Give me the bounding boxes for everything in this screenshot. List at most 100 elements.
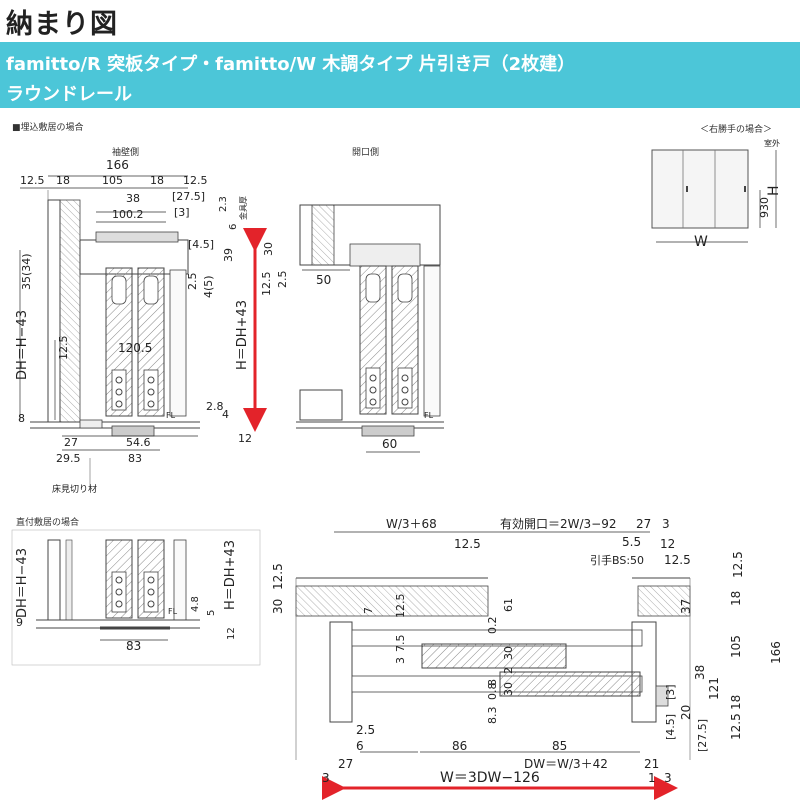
b-dim-83: 83 [126,639,141,653]
dim-8: 8 [18,412,25,425]
dim-27: 27 [64,436,78,449]
dim-4-5: [4.5] [188,238,214,251]
plan-3c: 3 [664,771,672,785]
dim-12-5-b: 12.5 [183,174,208,187]
plan-1: 1 [648,771,656,785]
plan-r12-5: 12.5 [731,551,745,578]
b-dim-4-8: 4.8 [190,596,201,612]
plan-12-5-a: 12.5 [454,537,481,551]
plan-12: 12 [660,537,675,551]
plan-l30: 30 [271,599,285,614]
dim-18-a: 18 [56,174,70,187]
dim-18-b: 18 [150,174,164,187]
dim-105: 105 [102,174,123,187]
inset-caption: ＜右勝手の場合＞ [700,125,773,135]
b-label-fl: FL [168,607,178,616]
plan-86: 86 [452,739,467,753]
section-b-drawing [11,529,261,666]
label-yuka-mikiri: 床見切り材 [52,483,97,495]
plan-c8: 8 [486,679,499,686]
label-r-fl: FL [424,411,434,420]
b-dim-5: 5 [206,610,217,616]
plan-r37: 37 [679,599,693,614]
plan-5-5: 5.5 [622,535,641,549]
plan-c7-5: 7.5 [394,635,407,653]
dim-2-3: 2.3 [218,196,229,212]
plan-l12-5: 12.5 [271,563,285,590]
dim-27-5: [27.5] [172,190,205,203]
section-a-right-drawing [296,204,444,453]
banner-product-line: famitto/R 突板タイプ・famitto/W 木調タイプ 片引き戸（2枚建… [6,54,576,75]
plan-c61: 61 [502,598,515,612]
plan-12-5-b: 12.5 [664,553,691,567]
dim-3: [3] [174,206,190,219]
inset-outside-label: 室外 [764,138,780,148]
dim-4: 4 [222,408,229,421]
plan-r20: 20 [679,705,693,720]
plan-6: 6 [356,739,364,753]
plan-opening: 有効開口＝2W/3−92 [500,516,617,531]
dim-12-5-c: 12.5 [57,336,70,361]
plan-3a: 3 [662,517,670,531]
plan-c0-8: 0.8 [486,683,499,701]
plan-r38: 38 [693,665,707,680]
plan-r121: 121 [707,677,721,700]
product-banner: famitto/R 突板タイプ・famitto/W 木調タイプ 片引き戸（2枚建… [0,42,800,108]
plan-r3: [3] [664,684,677,700]
inset-h: H [766,185,782,196]
dim-6: 6 [228,224,239,230]
plan-c30: 30 [502,646,515,660]
plan-27: 27 [636,517,651,531]
dim-2-8: 2.8 [206,400,224,413]
plan-c8-3: 8.3 [486,707,499,725]
inset-930: 930 [758,197,771,218]
dim-r30: 30 [262,242,275,256]
dim-120-5: 120.5 [118,341,152,355]
plan-r105: 105 [729,635,743,658]
page-title: 納まり図 [6,9,118,40]
dim-r12-5: 12.5 [260,272,273,297]
plan-27b: 27 [338,757,353,771]
dim-166: 166 [106,158,129,172]
dim-100-2: 100.2 [112,208,144,221]
plan-c0-2: 0.2 [486,617,499,635]
b-dim-h: H＝DH+43 [223,540,238,610]
section-a-left-drawing [19,175,267,490]
dim-83: 83 [128,452,142,465]
plan-r27-5: [27.5] [696,719,709,752]
dim-dh: DH＝H−43 [15,310,30,380]
plan-dw: DW＝W/3＋42 [524,757,608,771]
plan-c3: 3 [394,657,407,664]
dim-r50: 50 [316,273,331,287]
plan-r18: 18 [729,591,743,606]
plan-r166: 166 [769,641,783,664]
plan-21: 21 [644,757,659,771]
plan-c2: 2 [502,667,515,674]
plan-3b: 3 [322,771,330,785]
b-dim-9: 9 [16,616,23,629]
dim-29-5: 29.5 [56,452,81,465]
plan-2-5: 2.5 [356,723,375,737]
dim-4-5-paren: 4(5) [202,275,215,298]
plan-drawing [295,531,691,800]
plan-w3-68: W/3＋68 [386,517,437,531]
plan-r4-5: [4.5] [664,714,677,740]
section-a-left-label: 袖壁側 [112,148,140,158]
dim-12: 12 [238,432,252,445]
inset-elevation [651,149,777,243]
dim-12-5-a: 12.5 [20,174,45,187]
dim-38: 38 [126,192,140,205]
banner-rail-type: ラウンドレール [6,84,132,105]
dim-39: 39 [222,248,235,262]
plan-w-total: W＝3DW−126 [440,770,540,786]
dim-h: H＝DH+43 [235,300,250,370]
plan-85: 85 [552,739,567,753]
plan-r18b: 18 [729,695,743,710]
section-b-caption: 直付敷居の場合 [16,518,80,528]
b-dim-dh: DH＝H−43 [15,548,30,618]
plan-c30b: 30 [502,682,515,696]
dim-35-34: 35(34) [20,253,33,290]
plan-c7: 7 [362,607,375,614]
dim-54-6: 54.6 [126,436,151,449]
